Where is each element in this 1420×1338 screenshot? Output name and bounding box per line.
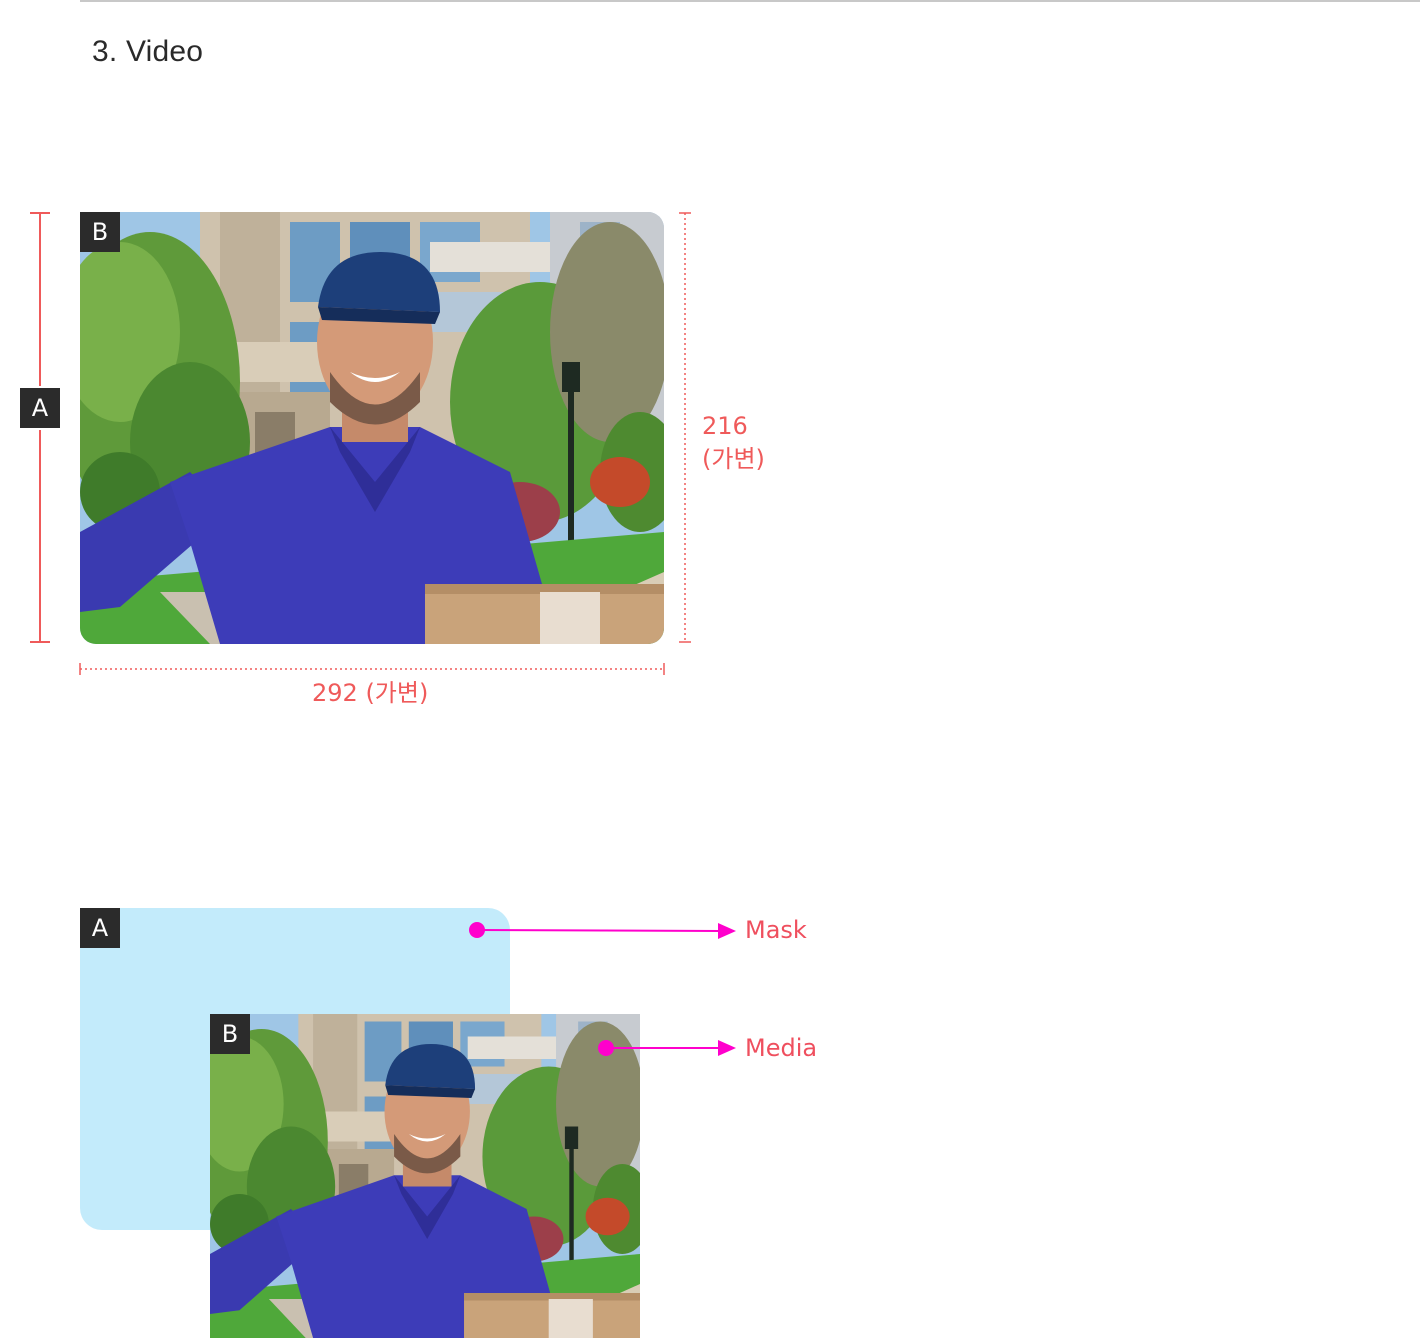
mask-badge: A [80,908,120,948]
height-dimension-line [679,212,691,643]
height-note-label: (가변) [702,445,765,473]
height-value-label: 216 [702,412,748,440]
delivery-person-photo [80,212,664,644]
mask-label: Mask [745,916,807,944]
media-badge: B [80,212,120,252]
width-dimension-line [79,663,665,675]
delivery-person-photo [210,1014,640,1338]
media-layer-photo [210,1014,640,1338]
container-badge: A [20,388,60,428]
media-layer-badge: B [210,1014,250,1054]
section-title: 3. Video [92,35,204,68]
media-photo [80,212,664,644]
width-label: 292 (가변) [312,679,429,707]
top-divider [80,0,1420,2]
media-label: Media [745,1034,818,1062]
